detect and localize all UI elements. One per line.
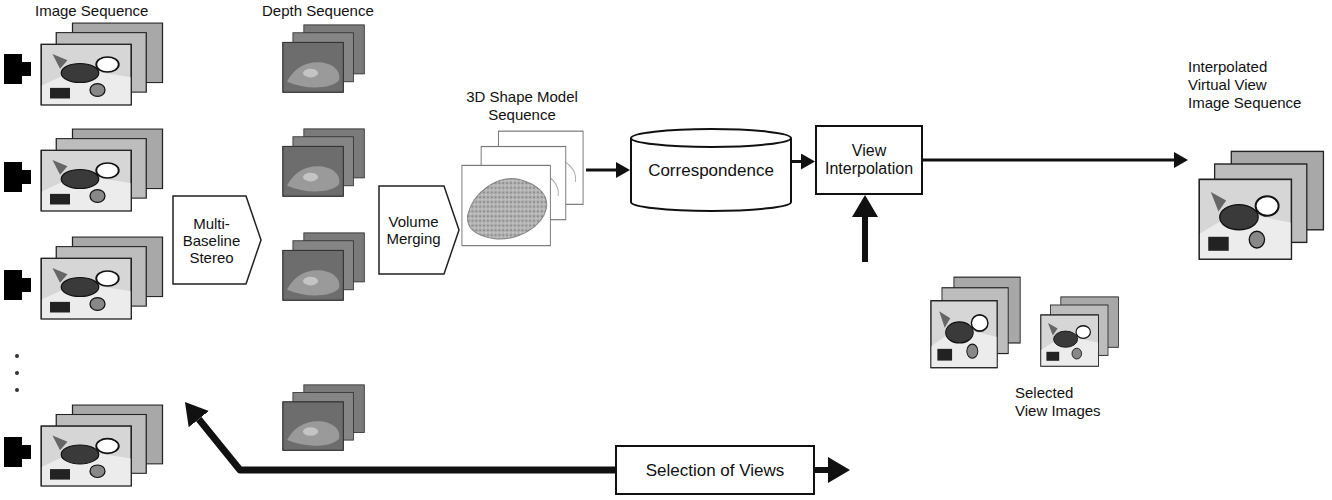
text-holder: Volume Merging bbox=[383, 191, 444, 269]
process-arrow: Volume Merging bbox=[378, 185, 460, 275]
heading-holder: Interpolated Virtual View Image Sequence bbox=[1188, 58, 1308, 112]
node-label: View Interpolation bbox=[824, 142, 914, 178]
cylinder-body bbox=[631, 129, 791, 211]
ellipsis-dots bbox=[15, 354, 19, 392]
flow-arrow bbox=[923, 159, 1174, 162]
heading-text: Image Sequence bbox=[35, 2, 185, 20]
camera-lens bbox=[22, 62, 31, 76]
virtual-view-stack bbox=[1199, 151, 1323, 259]
camera bbox=[4, 54, 22, 84]
camera bbox=[4, 437, 22, 467]
cylinder-rim bbox=[631, 138, 791, 147]
heading-holder: Selected View Images bbox=[1015, 384, 1107, 420]
text-holder: View Interpolation bbox=[824, 133, 914, 187]
text-holder: Multi-Baseline Stereo bbox=[177, 201, 246, 279]
camera-lens bbox=[22, 170, 31, 184]
image-stack bbox=[41, 237, 162, 319]
heading-holder: Image Sequence bbox=[35, 2, 185, 20]
image-stack bbox=[41, 405, 162, 486]
camera bbox=[4, 270, 22, 300]
image-stacks bbox=[41, 23, 162, 486]
heading-holder: 3D Shape Model Sequence bbox=[458, 88, 586, 124]
camera-icons bbox=[4, 54, 31, 467]
heading-holder: Depth Sequence bbox=[262, 2, 374, 20]
image-sequence: Image Sequence bbox=[35, 2, 185, 492]
dot bbox=[15, 354, 19, 358]
camera-lens bbox=[22, 278, 31, 292]
heading-text: Depth Sequence bbox=[262, 2, 374, 20]
process-arrow: Multi-Baseline Stereo bbox=[172, 195, 262, 285]
image-stack bbox=[41, 129, 162, 211]
selected-view-stack bbox=[1041, 297, 1119, 366]
flow-arrow bbox=[199, 419, 615, 470]
depth-stack bbox=[283, 385, 364, 450]
pentagon-shape bbox=[379, 186, 459, 274]
text-holder: Selection of Views bbox=[625, 453, 805, 487]
depth-sequence: Depth Sequence bbox=[262, 2, 374, 455]
depth-stack bbox=[283, 129, 364, 196]
camera bbox=[4, 162, 22, 192]
selected-views: Selected View Images bbox=[850, 262, 1120, 480]
selected-view-stack bbox=[931, 277, 1020, 367]
image-stack bbox=[41, 23, 162, 105]
pentagon-shape bbox=[173, 196, 261, 284]
shape-model-stack bbox=[462, 131, 583, 245]
shape-model-sequence: 3D Shape Model Sequence bbox=[458, 88, 586, 253]
node-label: Selection of Views bbox=[646, 461, 785, 480]
flow-arrow bbox=[815, 467, 828, 473]
database-cylinder: Correspondence bbox=[630, 128, 792, 212]
depth-stack bbox=[283, 233, 364, 300]
heading-text: 3D Shape Model Sequence bbox=[458, 88, 586, 124]
virtual-view-sequence: Interpolated Virtual View Image Sequence bbox=[1188, 58, 1328, 268]
heading-text: Selected View Images bbox=[1015, 384, 1107, 420]
node-label: Multi-Baseline Stereo bbox=[177, 215, 246, 266]
node-label: Volume Merging bbox=[383, 213, 444, 247]
heading-text: Interpolated Virtual View Image Sequence bbox=[1188, 58, 1308, 112]
process-box: View Interpolation bbox=[815, 125, 923, 195]
depth-stack bbox=[283, 25, 364, 92]
camera-lens bbox=[22, 445, 31, 459]
dot bbox=[15, 371, 19, 375]
node-label: Correspondence bbox=[648, 161, 774, 180]
flow-arrow bbox=[862, 217, 868, 262]
flow-arrow bbox=[792, 160, 801, 163]
depth-stacks bbox=[283, 25, 364, 450]
text-holder: Correspondence bbox=[638, 146, 784, 194]
process-box: Selection of Views bbox=[615, 445, 815, 495]
dot bbox=[15, 388, 19, 392]
flow-arrow bbox=[586, 169, 616, 172]
